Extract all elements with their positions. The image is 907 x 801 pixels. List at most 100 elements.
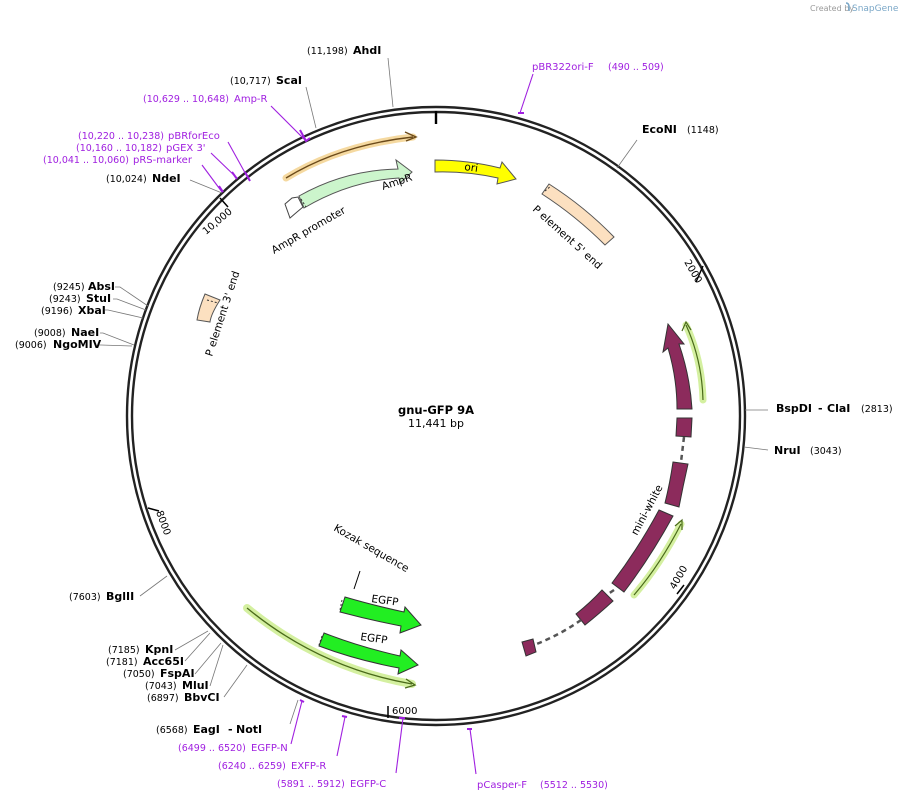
site-bspdi-sep: - [818,402,823,415]
ampr-thin-arrow-head [404,131,418,142]
primer-exfpr: EXFP-R [291,761,326,772]
site-fspai: FspAI [160,667,195,680]
feature-ori-label: ori [464,161,479,175]
site-scai-pos: (10,717) [230,76,271,87]
ampr-thin-arrow [285,136,414,179]
primer-egfpc-leader [395,717,404,774]
ngomiv-leader [98,344,133,347]
miniwhite-lower-thin [633,523,682,596]
primer-pbrforeco-pos: (10,220 .. 10,238) [78,131,164,142]
site-stui: StuI [86,292,111,305]
miniwhite-upper-thin [685,324,704,401]
site-kpni: KpnI [145,643,173,656]
eagi-leader [289,699,299,725]
p-element-3-box [196,293,221,323]
tick-6000: 6000 [392,706,417,717]
site-kpni-pos: (7185) [108,645,140,656]
ndei-leader [189,179,223,194]
site-stui-pos: (9243) [49,294,81,305]
primer-pbr322ori-leader [519,73,534,114]
site-eagi: EagI [193,723,220,736]
egfp-arrow-1 [339,596,422,634]
site-eagi-pos: (6568) [156,725,188,736]
egfp-2-dash [318,635,323,646]
credit-prefix: Created by [810,4,854,13]
site-ahdi-pos: (11,198) [307,46,348,57]
snapgene-logo-icon [845,2,850,11]
feature-ampr-promoter-label: AmpR promoter [270,204,349,256]
site-naei-pos: (9008) [34,328,66,339]
econi-leader [616,139,638,169]
site-acc65i: Acc65I [143,655,184,668]
scai-leader [305,86,317,129]
primer-ampr: Amp-R [234,94,268,105]
miniwhite-arrowhead-segment [662,322,693,410]
plasmid-name: gnu-GFP 9A [398,403,474,417]
miniwhite-segment-2 [675,417,693,438]
bglii-leader [139,575,168,597]
site-xbai-pos: (9196) [41,306,73,317]
scale-ticks [147,197,704,718]
primer-egfpn-pos: (6499 .. 6520) [178,743,246,754]
site-ngomiv: NgoMIV [53,338,102,351]
primer-pgex3-mark [231,171,238,180]
site-noti: NotI [236,723,262,736]
site-nrui-pos: (3043) [810,446,842,457]
primer-egfpn: EGFP-N [251,743,288,754]
ampr-promoter-arrow [284,196,304,219]
fspai-leader [194,642,222,675]
primer-pbrforeco: pBRforEco [168,131,220,142]
plasmid-length: 11,441 bp [408,417,464,430]
primer-exfpr-mark [341,715,348,718]
site-bspdi-pos: (2813) [861,404,893,415]
primer-ampr-leader [270,105,307,142]
p-element-3-dash [206,299,219,304]
ampr-gene-arrow [298,158,413,209]
site-bbvci-pos: (6897) [147,693,179,704]
site-ndei: NdeI [152,172,181,185]
feature-kozak-label: Kozak sequence [332,522,411,575]
kpni-leader [174,630,209,651]
site-acc65i-pos: (7181) [106,657,138,668]
site-naei: NaeI [71,326,99,339]
primer-pbr322ori: pBR322ori-F [532,62,594,73]
site-scai: ScaI [276,74,302,87]
site-ngomiv-pos: (9006) [15,340,47,351]
site-nrui: NruI [774,444,801,457]
site-eagi-sep: - [228,723,233,736]
primer-pcasperf: pCasper-F [477,780,527,791]
site-bbvci: BbvCI [184,691,220,704]
miniwhite-lower-head [674,518,683,530]
acc65i-leader [184,632,211,662]
primer-pcasperf-pos: (5512 .. 5530) [540,780,608,791]
primer-egfpc-pos: (5891 .. 5912) [277,779,345,790]
egfp-arrow-2 [318,632,419,675]
primer-ampr-pos: (10,629 .. 10,648) [143,94,229,105]
miniwhite-segment-4 [611,509,674,593]
miniwhite-intron-3 [533,618,582,647]
ahdi-leader [387,57,394,108]
mlui-leader [209,644,224,687]
site-ndei-pos: (10,024) [106,174,147,185]
site-bglii-pos: (7603) [69,592,101,603]
feature-p5-label: P element 5' end [530,203,604,271]
primer-prsmarker-pos: (10,041 .. 10,060) [43,155,129,166]
primer-egfpn-mark [299,699,305,703]
primer-prsmarker: pRS-marker [133,155,193,166]
site-ahdi: AhdI [353,44,381,57]
primer-egfpn-leader [290,700,303,745]
site-mlui: MluI [182,679,209,692]
site-bglii: BglII [106,590,134,603]
miniwhite-intron-2 [607,588,615,596]
bbvci-leader [223,664,248,698]
primer-pbr322ori-pos: (490 .. 509) [608,62,664,73]
primer-pgex3: pGEX 3' [166,143,206,154]
primer-prsmarker-leader [201,164,223,193]
site-bspdi: BspDI [776,402,812,415]
naei-leader [100,332,135,346]
site-fspai-pos: (7050) [123,669,155,680]
feature-egfp1-label: EGFP [371,593,400,609]
nrui-leader [743,446,769,451]
primer-pbrforeco-mark [244,171,251,182]
primer-ampr-mark [299,129,311,143]
